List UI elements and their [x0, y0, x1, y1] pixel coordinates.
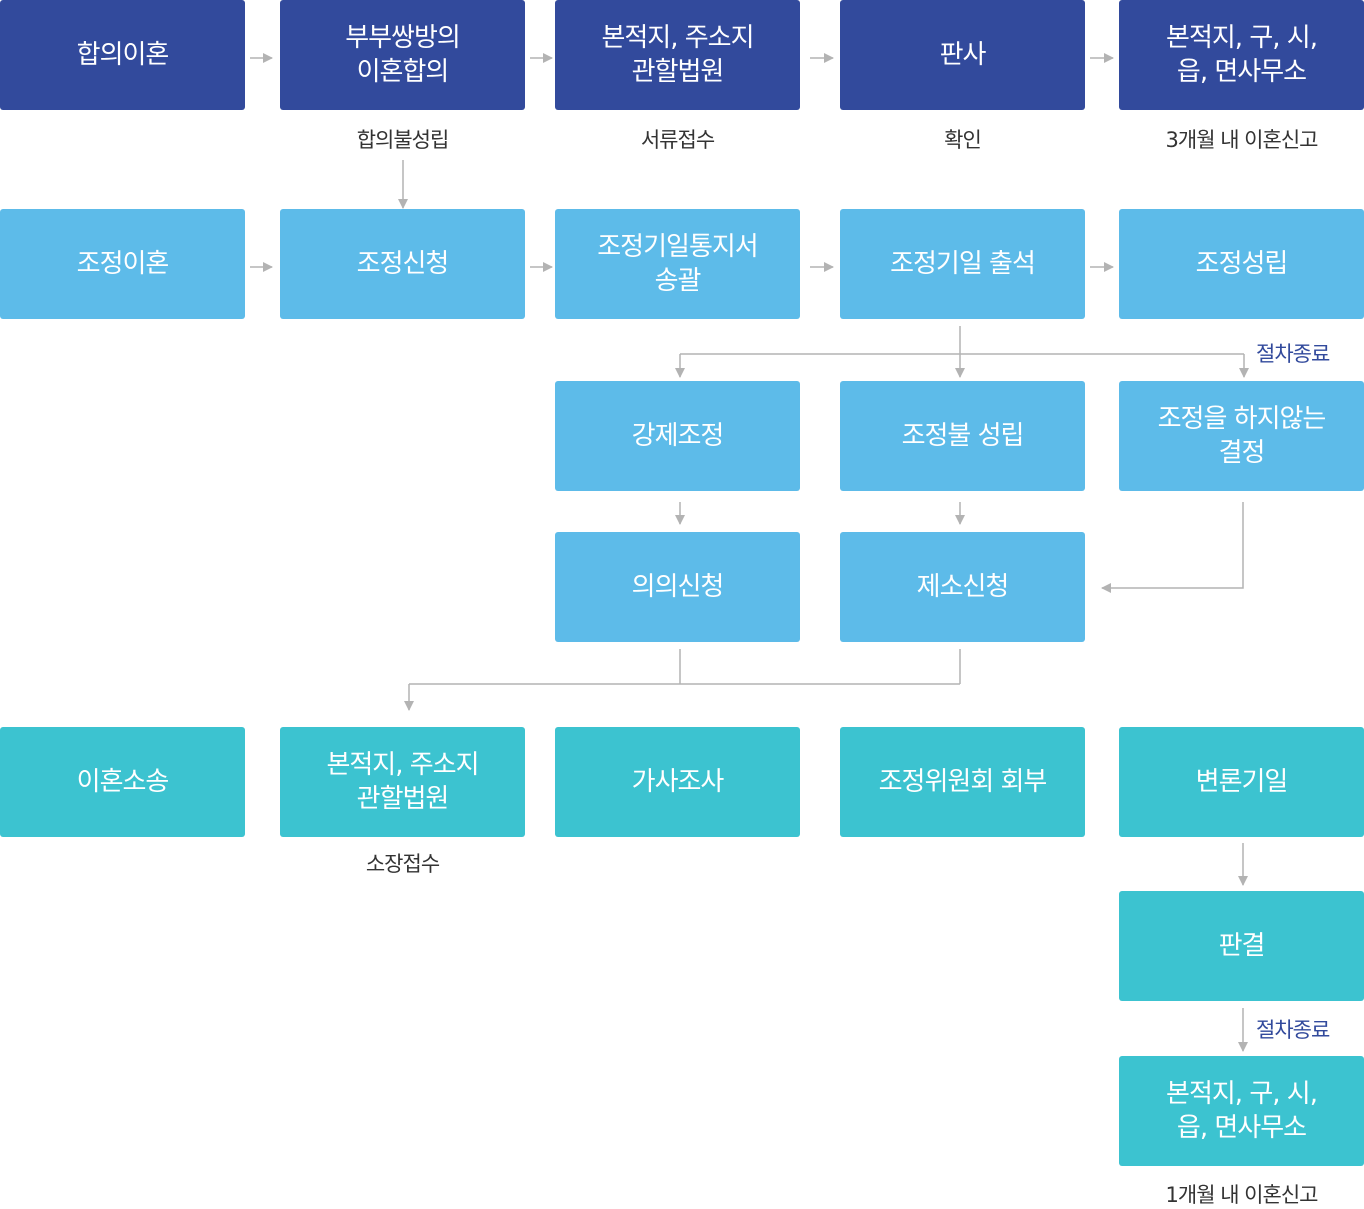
box-hearing-date: 변론기일: [1119, 727, 1364, 837]
arrow-no-mediation: [1101, 502, 1244, 593]
caption-confirmation: 확인: [944, 128, 982, 152]
box-mediation-divorce: 조정이혼: [0, 209, 245, 319]
caption-report-3months: 3개월 내 이혼신고: [1165, 128, 1319, 152]
box-office-2: 본적지, 구, 시, 읍, 면사무소: [1119, 1056, 1364, 1166]
box-court-jurisdiction-1: 본적지, 주소지 관할법원: [555, 0, 800, 110]
box-consensual-divorce: 합의이혼: [0, 0, 245, 110]
caption-report-1month: 1개월 내 이혼신고: [1165, 1183, 1319, 1207]
box-objection: 의의신청: [555, 532, 800, 642]
caption-disagreement: 합의불성립: [356, 128, 450, 152]
box-family-investigation: 가사조사: [555, 727, 800, 837]
caption-complaint-filing: 소장접수: [365, 852, 440, 876]
box-judgment: 판결: [1119, 891, 1364, 1001]
box-no-mediation-decision: 조정을 하지않는 결정: [1119, 381, 1364, 491]
box-divorce-lawsuit: 이혼소송: [0, 727, 245, 837]
box-forced-mediation: 강제조정: [555, 381, 800, 491]
note-procedure-end-1: 절차종료: [1256, 342, 1330, 366]
box-mediation-failure: 조정불 성립: [840, 381, 1085, 491]
box-mediation-success: 조정성립: [1119, 209, 1364, 319]
box-notice-sending: 조정기일통지서 송괄: [555, 209, 800, 319]
box-mediation-attendance: 조정기일 출석: [840, 209, 1085, 319]
caption-document-filing: 서류접수: [640, 128, 715, 152]
box-lawsuit-filing: 제소신청: [840, 532, 1085, 642]
box-office-1: 본적지, 구, 시, 읍, 면사무소: [1119, 0, 1364, 110]
box-judge: 판사: [840, 0, 1085, 110]
box-committee-referral: 조정위원회 회부: [840, 727, 1085, 837]
box-mediation-request: 조정신청: [280, 209, 525, 319]
box-court-jurisdiction-2: 본적지, 주소지 관할법원: [280, 727, 525, 837]
box-mutual-agreement: 부부쌍방의 이혼합의: [280, 0, 525, 110]
note-procedure-end-2: 절차종료: [1256, 1018, 1330, 1042]
